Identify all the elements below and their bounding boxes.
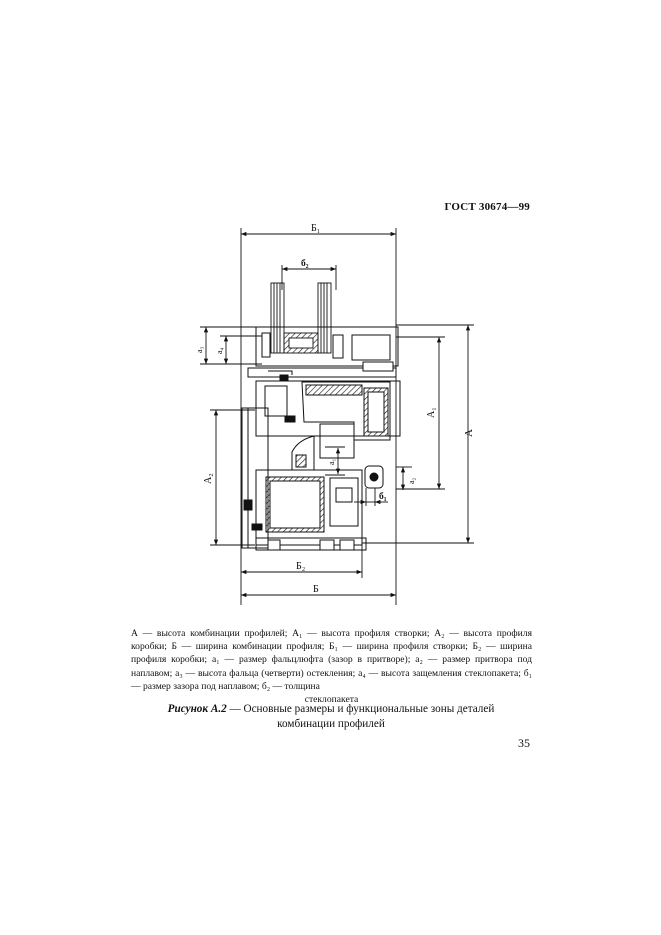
dim-label-b1: б₁ [379, 491, 387, 502]
caption-line-2: комбинации профилей [277, 718, 385, 730]
dim-label-A1: А₁ [426, 407, 437, 418]
legend-text-end: стеклопакета [304, 694, 359, 706]
dim-label-B1: Б₁ [311, 223, 320, 234]
dim-label-b2: б₂ [301, 258, 309, 269]
dim-label-a1: a₁ [327, 458, 336, 465]
figure-legend: А — высота комбинации профилей; А₁ — выс… [131, 627, 532, 706]
dim-label-a4: a₄ [215, 347, 224, 354]
dim-label-a2: a₂ [407, 477, 416, 484]
dim-label-A2: А₂ [203, 473, 214, 484]
glass-unit [270, 282, 332, 354]
dim-label-B: Б [313, 584, 319, 595]
dim-label-a3: a₃ [195, 346, 204, 353]
document-code: ГОСТ 30674—99 [444, 201, 530, 213]
sash-profile [247, 326, 401, 489]
dim-label-B2: Б₂ [296, 561, 305, 572]
frame-profile [241, 407, 367, 551]
figure-caption: Рисунок А.2 — Основные размеры и функцио… [130, 702, 532, 732]
caption-dash: — [226, 703, 244, 715]
legend-text: А — высота комбинации профилей; А₁ — выс… [131, 628, 532, 692]
caption-line-1: Основные размеры и функциональные зоны д… [243, 703, 495, 715]
page-number: 35 [518, 736, 530, 750]
caption-label: Рисунок А.2 [167, 703, 227, 715]
dim-label-A: А [463, 429, 475, 437]
